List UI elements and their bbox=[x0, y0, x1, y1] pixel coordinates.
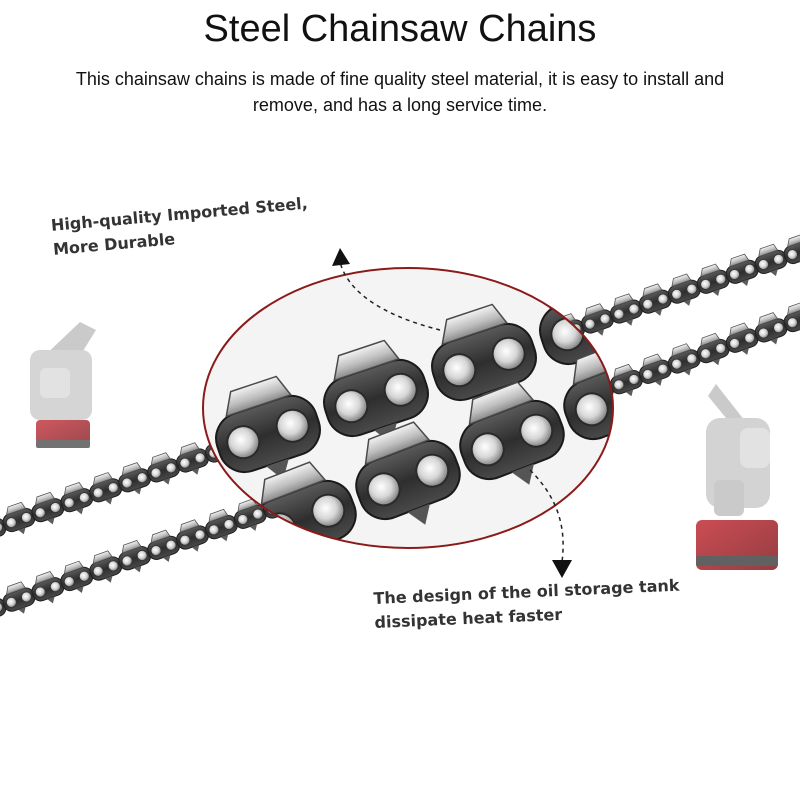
page-title: Steel Chainsaw Chains bbox=[203, 8, 597, 50]
page-subtitle: This chainsaw chains is made of fine qua… bbox=[75, 69, 725, 115]
upper-chain-link bbox=[0, 499, 40, 540]
zoom-detail bbox=[202, 267, 614, 549]
arrow-up-icon bbox=[332, 248, 441, 331]
mini-chainsaw-right-icon bbox=[696, 384, 778, 570]
mini-chainsaw-left-icon bbox=[30, 322, 96, 448]
arrow-down-icon bbox=[529, 469, 572, 578]
lower-chain-link bbox=[0, 578, 40, 620]
